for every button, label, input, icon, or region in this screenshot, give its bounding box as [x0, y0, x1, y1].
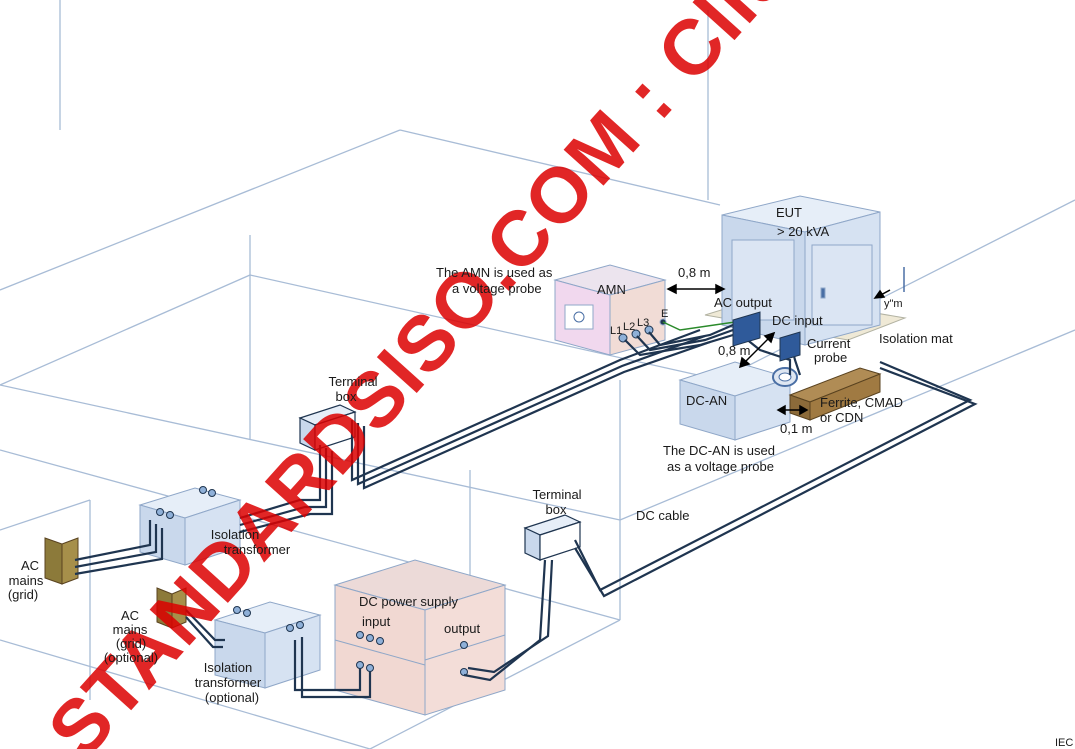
dc-input-label: DC input [772, 313, 823, 328]
connector-panels [732, 311, 801, 362]
earth-wire [662, 321, 736, 331]
terminal-l2: L2 [623, 321, 636, 333]
terminal-box-lower [523, 514, 582, 561]
ac-mains-opt-label-4: (optional) [103, 650, 159, 665]
dc-an-box [678, 361, 792, 441]
ac-mains-label-3: (grid) [7, 587, 39, 602]
terminal-box-upper [298, 404, 357, 451]
dcan-note-line-1: The DC-AN is used [663, 443, 775, 458]
terminal-l3: L3 [637, 317, 650, 329]
ac-mains-opt-label-3: (grid) [115, 636, 147, 651]
dcan-note-line-2: as a voltage probe [667, 459, 774, 474]
dimension-arrows [666, 267, 905, 416]
isolation-mat-label: Isolation mat [879, 331, 953, 346]
terminal-box-upper-label-2: box [335, 389, 357, 404]
psu-input-label: input [362, 614, 391, 629]
current-probe-label-2: probe [814, 350, 848, 365]
dc-cable-label: DC cable [636, 508, 690, 523]
ac-output-label: AC output [714, 295, 772, 310]
dc-power-supply [333, 559, 507, 716]
eut-power-rating: > 20 kVA [777, 224, 830, 239]
ac-mains-sockets [44, 537, 187, 629]
terminal-box-lower-label-1: Terminal [532, 487, 582, 502]
terminal-l1: L1 [610, 325, 623, 337]
eut-title: EUT [776, 205, 802, 220]
distance-dcan-eut: 0,8 m [718, 343, 751, 358]
dc-an-label: DC-AN [686, 393, 728, 408]
amn-label: AMN [597, 282, 626, 297]
ac-mains-opt-label-1: AC [120, 608, 140, 623]
distance-amn-eut: 0,8 m [678, 265, 711, 280]
cables [74, 323, 978, 699]
iso-transformer-opt-label-2: transformer [194, 675, 262, 690]
figure-reference: IEC [1055, 737, 1074, 749]
iso-transformer-opt-label-1: Isolation [203, 660, 253, 675]
ferrite-label-2: or CDN [820, 410, 864, 425]
dc-power-supply-label: DC power supply [359, 594, 458, 609]
eut-cabinet [721, 195, 881, 346]
amn-note-line-1: The AMN is used as [436, 265, 553, 280]
iso-transformer-opt-label-3: (optional) [204, 690, 260, 705]
psu-output-label: output [444, 621, 481, 636]
iso-transformer-label-1: Isolation [210, 527, 260, 542]
ac-mains-opt-label-2: mains [112, 622, 148, 637]
distance-ferrite: 0,1 m [780, 421, 813, 436]
terminal-box-lower-label-2: box [545, 502, 567, 517]
amn-box [553, 264, 667, 356]
ferrite-label-1: Ferrite, CMAD [820, 395, 904, 410]
ac-mains-label-1: AC [20, 558, 40, 573]
terminal-box-upper-label-1: Terminal [328, 374, 378, 389]
height-mark-label: y"m [884, 298, 903, 310]
terminal-e: E [661, 308, 669, 320]
ferrite-cmad [788, 367, 882, 421]
isolation-transformer-optional [213, 601, 322, 689]
current-probe [772, 367, 798, 387]
ac-mains-label-2: mains [8, 573, 44, 588]
amn-note-line-2: a voltage probe [452, 281, 542, 296]
current-probe-label-1: Current [807, 336, 851, 351]
iso-transformer-label-2: transformer [223, 542, 291, 557]
